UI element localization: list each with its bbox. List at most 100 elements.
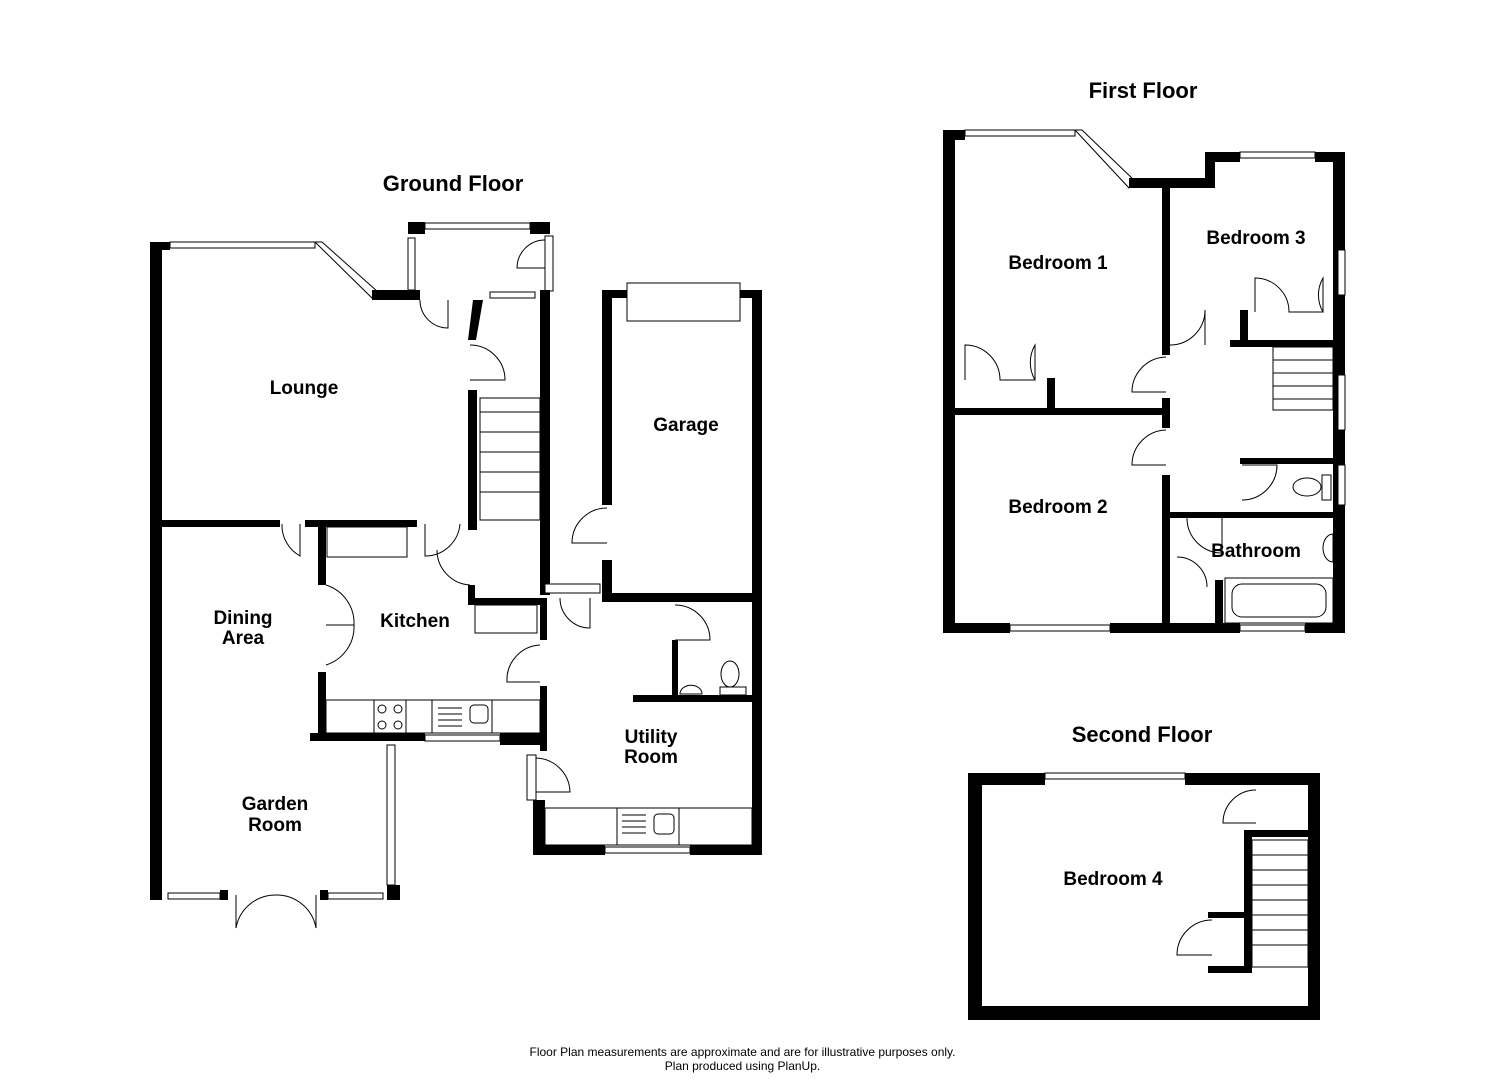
wall	[533, 800, 545, 855]
credit-line: Plan produced using PlanUp.	[664, 1059, 821, 1073]
wall	[602, 560, 612, 600]
room-label-utility: Room	[624, 747, 678, 768]
window	[1337, 249, 1346, 296]
window	[424, 734, 501, 742]
wall	[372, 290, 420, 300]
wall	[1129, 178, 1215, 188]
sink-icon	[431, 699, 493, 734]
basin-icon	[679, 684, 703, 695]
wardrobe-doors	[1254, 276, 1324, 313]
room-label-garden-room: Garden	[242, 794, 309, 815]
window	[327, 892, 384, 900]
window	[167, 892, 221, 900]
worktop	[325, 699, 541, 734]
room-label-dining: Dining	[213, 608, 272, 629]
door-swing	[559, 597, 591, 629]
wall	[160, 520, 280, 527]
door-swing	[424, 523, 461, 557]
wall	[533, 845, 605, 855]
wall	[470, 598, 545, 605]
room-label-bedroom-1: Bedroom 1	[1008, 253, 1108, 274]
door-swing	[436, 549, 471, 586]
wall	[602, 290, 612, 505]
hob-icon	[373, 699, 407, 734]
door-swing	[516, 239, 546, 269]
room-label-kitchen: Kitchen	[380, 611, 450, 632]
wall	[468, 390, 477, 530]
wall	[1240, 310, 1248, 345]
door-swing	[506, 644, 541, 683]
door-swing	[1222, 789, 1257, 824]
window	[1239, 624, 1306, 632]
wall	[633, 695, 753, 702]
staircase	[1272, 346, 1334, 411]
french-doors	[235, 894, 317, 929]
wall	[468, 300, 483, 340]
door-swing	[419, 299, 449, 329]
wall	[320, 890, 328, 900]
room-label-garage: Garage	[653, 415, 718, 436]
wall	[387, 885, 400, 900]
window	[489, 291, 536, 299]
wall	[1162, 188, 1170, 355]
wall	[1308, 773, 1320, 1020]
door-swing	[1169, 309, 1206, 346]
staircase	[1251, 839, 1309, 968]
window	[604, 846, 691, 854]
worktop	[544, 807, 753, 846]
window	[964, 129, 1076, 137]
wall	[1162, 475, 1170, 623]
disclaimer: Floor Plan measurements are approximate …	[0, 1045, 1485, 1073]
wall	[968, 773, 1045, 785]
door-frame	[544, 583, 601, 594]
wall	[540, 598, 547, 640]
room-label-bedroom-3: Bedroom 3	[1206, 228, 1305, 249]
wall	[1208, 966, 1248, 973]
basin-icon	[1322, 533, 1334, 563]
window	[424, 222, 531, 230]
door-swing	[535, 757, 571, 793]
wall	[943, 623, 1010, 633]
window	[544, 235, 554, 292]
wall	[1244, 830, 1314, 837]
door-swing	[1186, 517, 1223, 554]
wall	[220, 890, 228, 900]
wall	[1185, 773, 1320, 785]
door-frame	[526, 754, 537, 801]
room-label-utility: Utility	[625, 727, 678, 748]
wall	[318, 527, 326, 585]
room-label-bathroom: Bathroom	[1211, 541, 1301, 562]
window	[1239, 151, 1316, 159]
wall	[540, 686, 547, 751]
door-swing	[674, 604, 711, 641]
wall	[305, 520, 417, 527]
door-swing	[1176, 919, 1213, 956]
door-swing	[1241, 464, 1278, 501]
wall	[318, 672, 326, 737]
bay-window	[313, 241, 379, 299]
wall	[943, 130, 955, 633]
wall	[500, 733, 545, 745]
door-swing	[571, 507, 608, 544]
wall	[1170, 512, 1333, 518]
window	[1337, 464, 1346, 506]
sink-icon	[616, 807, 680, 846]
wall	[1305, 623, 1345, 633]
bay-window	[1073, 129, 1137, 189]
second-floor: Second Floor Bedroom 4	[968, 722, 1320, 1020]
wardrobe-doors	[964, 343, 1036, 381]
double-door-swing	[325, 584, 355, 666]
staircase	[479, 397, 541, 521]
window	[407, 237, 416, 291]
wall	[1315, 152, 1345, 162]
wall	[530, 222, 550, 234]
ground-floor: Ground Floor	[150, 171, 762, 929]
wall	[1240, 458, 1333, 464]
wall	[540, 290, 550, 595]
first-floor-title: First Floor	[1089, 78, 1198, 103]
window	[386, 744, 396, 886]
bath-tub	[1231, 583, 1327, 618]
wall	[602, 593, 754, 602]
garage-door	[626, 282, 741, 322]
